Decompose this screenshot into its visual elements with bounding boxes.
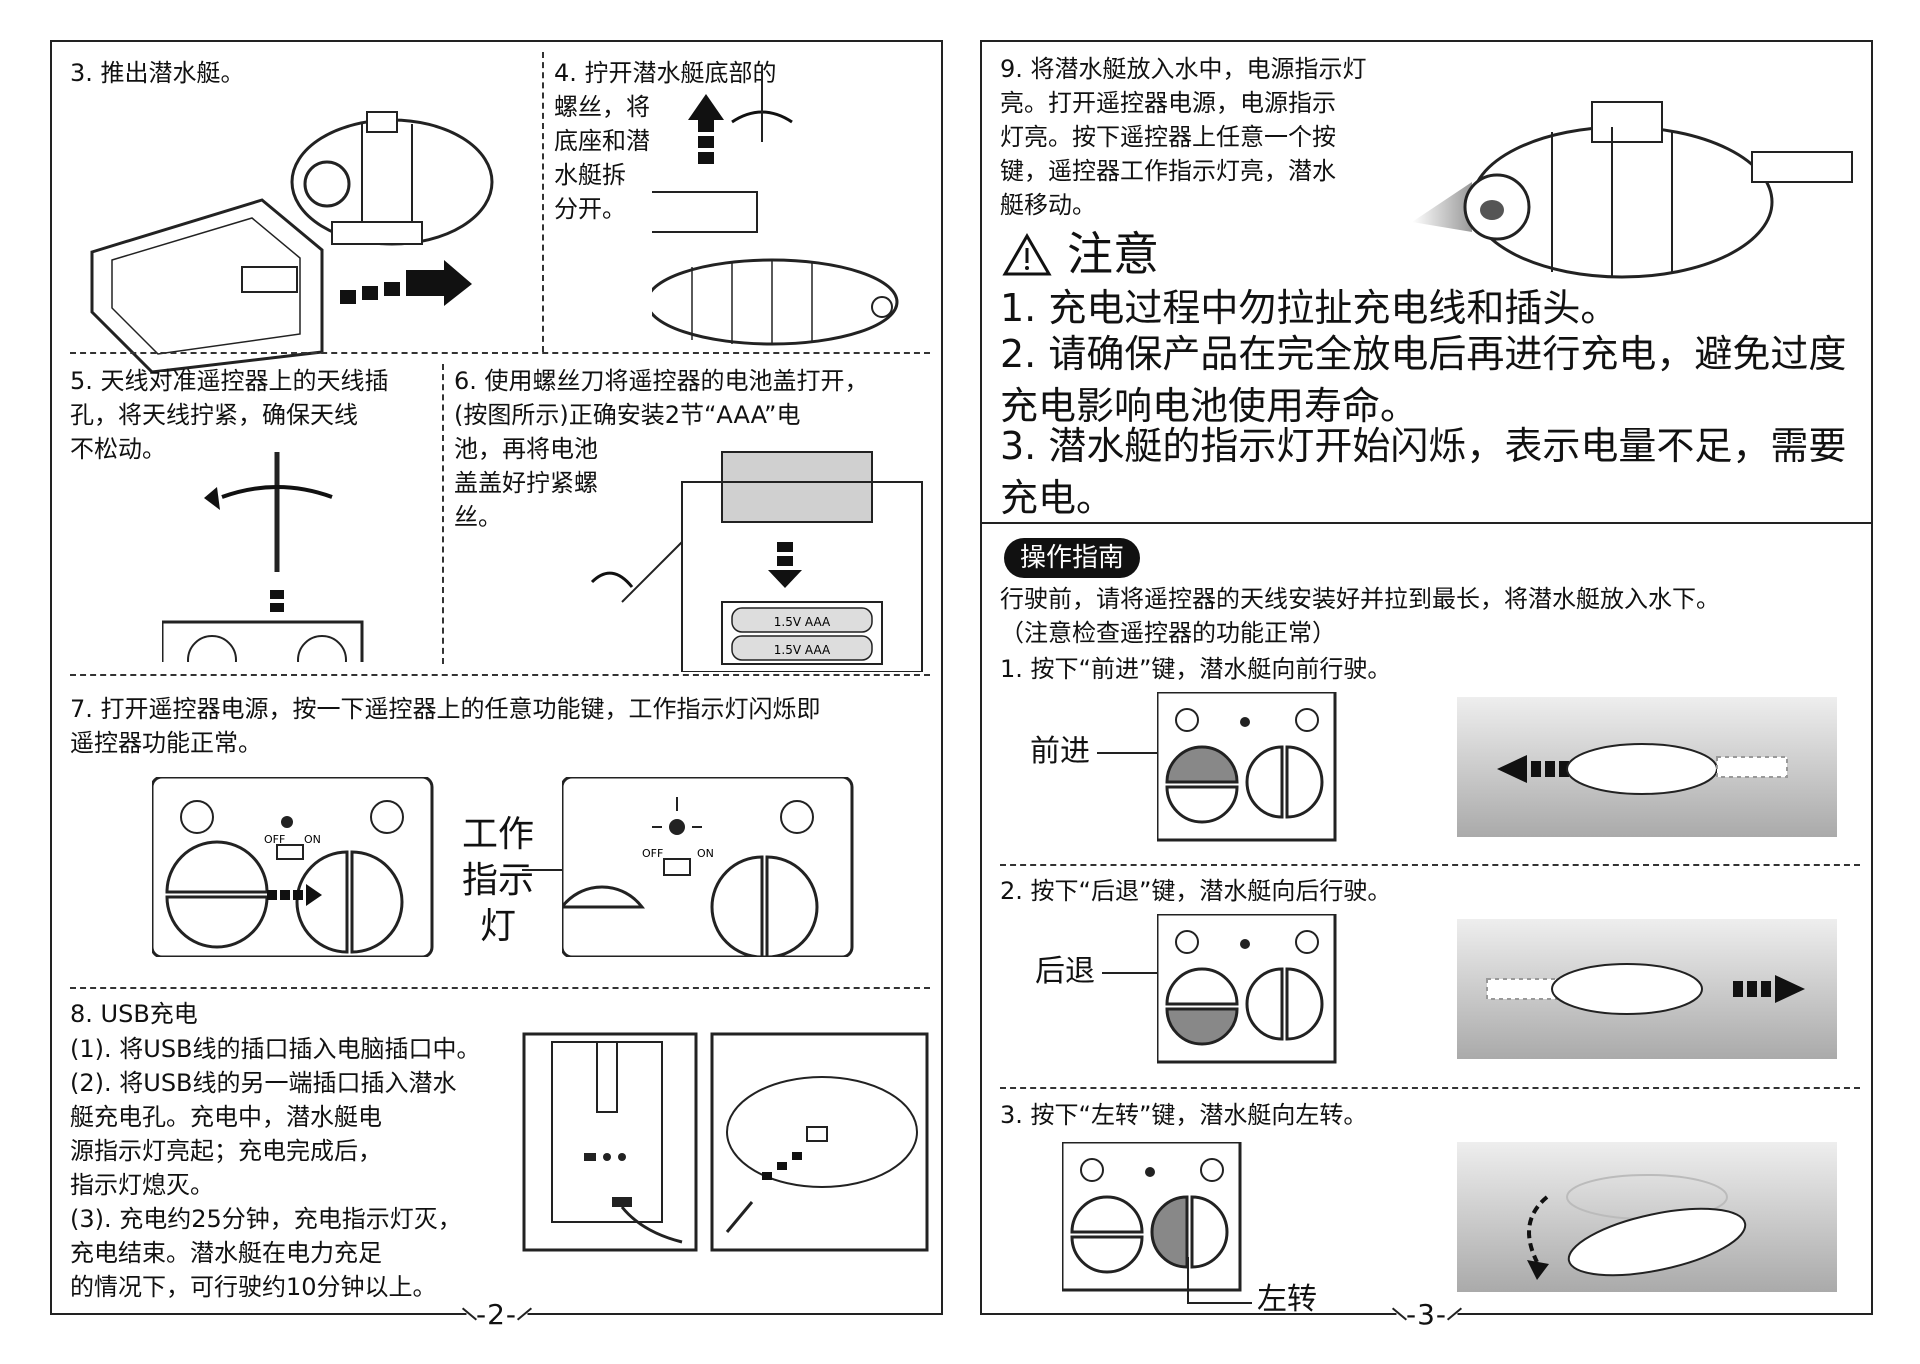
warning-title: 注意 bbox=[1067, 227, 1159, 281]
step-8-title: 8. USB充电 bbox=[70, 1000, 198, 1028]
off-label-2: OFF bbox=[642, 847, 663, 860]
step-6-text: 6. 使用螺丝刀将遥控器的电池盖打开， (按图所示)正确安装2节“AAA”电 池… bbox=[454, 367, 869, 531]
warning-1: 1. 充电过程中勿拉扯充电线和插头。 bbox=[1000, 286, 1619, 330]
forward-label: 前进 bbox=[1030, 734, 1090, 769]
battery-label-2: 1.5V AAA bbox=[774, 643, 831, 657]
remove-base-figure bbox=[652, 67, 899, 346]
work-light-label: 工作 指示 灯 bbox=[462, 814, 535, 947]
usb-charge-figure bbox=[522, 1032, 929, 1252]
step-3-text: 3. 推出潜水艇。 bbox=[70, 59, 245, 87]
step-9-text: 9. 将潜水艇放入水中，电源指示灯 亮。打开遥控器电源，电源指示 灯亮。按下遥控… bbox=[1000, 55, 1367, 219]
forward-motion-figure bbox=[1457, 697, 1837, 837]
left-turn-label: 左转 bbox=[1257, 1282, 1317, 1317]
left-page-number: -2- bbox=[465, 1297, 528, 1333]
off-label-1: OFF bbox=[264, 833, 285, 846]
left-turn-motion-figure bbox=[1457, 1142, 1837, 1292]
antenna-figure bbox=[162, 452, 364, 662]
guide-intro: 行驶前，请将遥控器的天线安装好并拉到最长，将潜水艇放入水下。 （注意检查遥控器的… bbox=[1000, 585, 1720, 647]
on-label-1: ON bbox=[304, 833, 321, 846]
backward-motion-figure bbox=[1457, 919, 1837, 1059]
submarine-in-water-figure bbox=[1412, 101, 1853, 279]
battery-install-figure: 1.5V AAA 1.5V AAA bbox=[590, 451, 923, 672]
push-out-submarine-figure bbox=[90, 111, 494, 372]
warning-3: 3. 潜水艇的指示灯开始闪烁，表示电量不足，需要 充电。 bbox=[1000, 424, 1847, 520]
step-8-2: (2). 将USB线的另一端插口插入潜水 艇充电孔。充电中，潜水艇电 源指示灯亮… bbox=[70, 1069, 457, 1199]
left-page: 3. 推出潜水艇。 4. 拧开潜水艇底部的 螺丝，将 底座和潜 水艇拆 分开。 bbox=[50, 40, 943, 1333]
step-5-text: 5. 天线对准遥控器上的天线插 孔，将天线拧紧，确保天线 不松动。 bbox=[70, 367, 389, 463]
backward-remote-figure bbox=[1157, 914, 1337, 1064]
guide-2-text: 2. 按下“后退”键，潜水艇向后行驶。 bbox=[1000, 877, 1392, 905]
step-7-text: 7. 打开遥控器电源，按一下遥控器上的任意功能键，工作指示灯闪烁即 遥控器功能正… bbox=[70, 695, 821, 757]
warning-icon bbox=[1002, 233, 1052, 276]
guide-1-text: 1. 按下“前进”键，潜水艇向前行驶。 bbox=[1000, 655, 1392, 683]
remote-on-figure: OFF ON bbox=[152, 777, 434, 957]
warning-2: 2. 请确保产品在完全放电后再进行充电，避免过度 充电影响电池使用寿命。 bbox=[1000, 332, 1847, 428]
step-4-text: 4. 拧开潜水艇底部的 螺丝，将 底座和潜 水艇拆 分开。 bbox=[554, 59, 777, 223]
on-label-2: ON bbox=[697, 847, 714, 860]
right-page-number: -3- bbox=[1395, 1297, 1458, 1333]
forward-remote-figure bbox=[1157, 692, 1337, 842]
guide-badge: 操作指南 bbox=[1004, 538, 1141, 578]
left-turn-remote-figure bbox=[1062, 1142, 1242, 1292]
step-8-3: (3). 充电约25分钟，充电指示灯灭， 充电结束。潜水艇在电力充足 的情况下，… bbox=[70, 1205, 462, 1301]
guide-3-text: 3. 按下“左转”键，潜水艇向左转。 bbox=[1000, 1101, 1368, 1129]
backward-label: 后退 bbox=[1035, 954, 1095, 989]
right-page: 9. 将潜水艇放入水中，电源指示灯 亮。打开遥控器电源，电源指示 灯亮。按下遥控… bbox=[980, 40, 1873, 1333]
step-8-1: (1). 将USB线的插口插入电脑插口中。 bbox=[70, 1035, 481, 1063]
battery-label-1: 1.5V AAA bbox=[774, 615, 831, 629]
remote-indicator-figure: OFF ON bbox=[562, 777, 854, 957]
